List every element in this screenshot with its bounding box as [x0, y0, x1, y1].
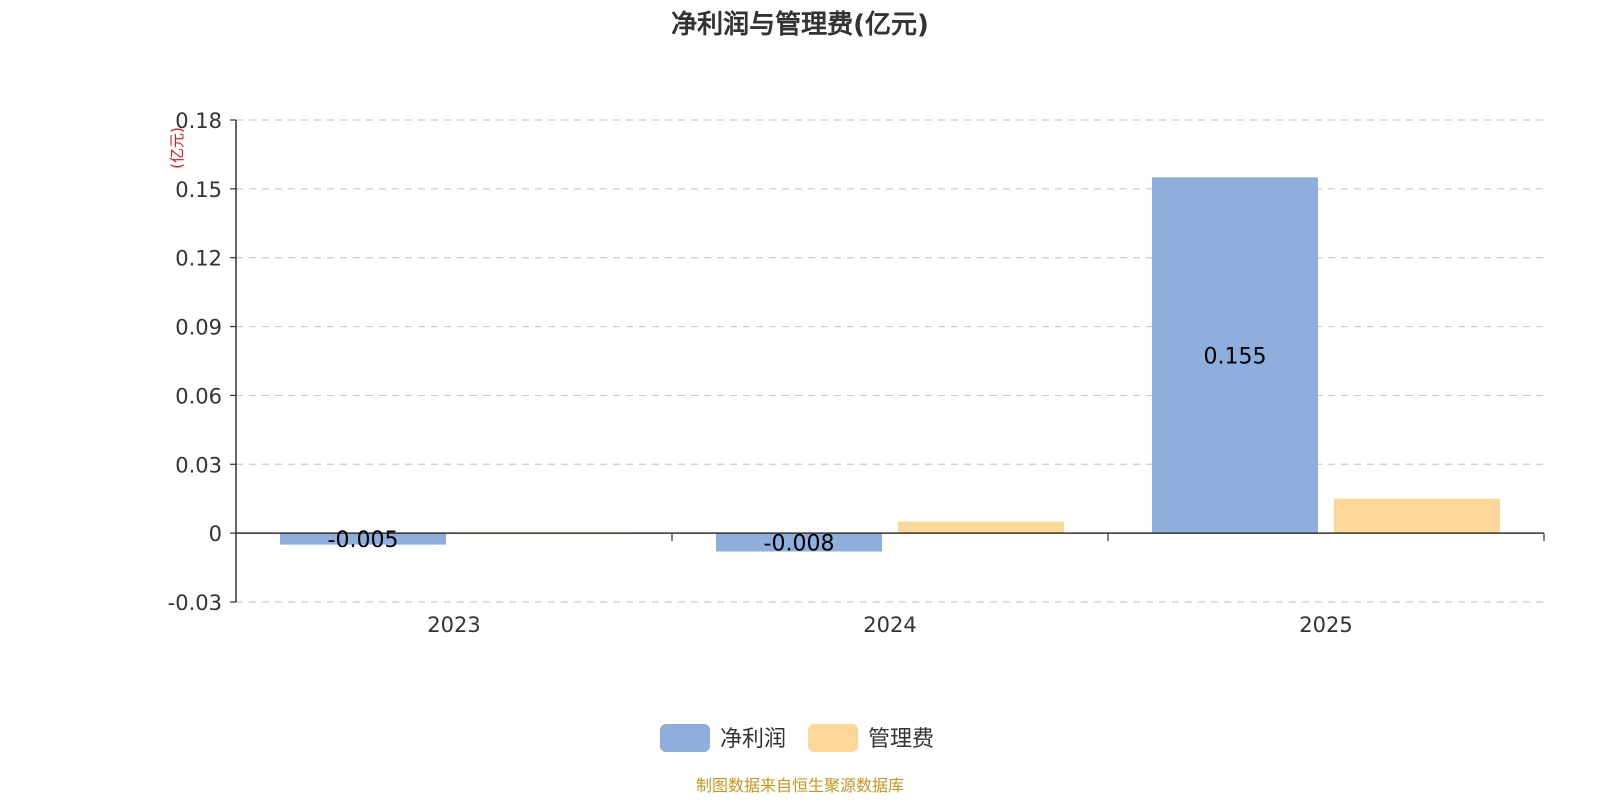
bar [898, 521, 1064, 534]
y-tick-label: 0.09 [175, 316, 222, 340]
legend-label: 净利润 [720, 727, 786, 752]
bar-value-label: -0.008 [764, 531, 835, 556]
y-tick-label: 0.06 [175, 384, 222, 408]
bar [1334, 498, 1500, 534]
bar [716, 533, 882, 552]
x-tick-label: 2024 [863, 613, 916, 637]
legend-swatch [808, 724, 858, 752]
bar [1152, 177, 1318, 534]
legend-swatch [660, 724, 710, 752]
data-labels: -0.005 -0.008 0.155 [328, 344, 1267, 556]
axes: 0.18 0.15 0.12 0.09 0.06 0.03 0 -0.03 2023 2024 20… [168, 109, 1545, 637]
y-axis-unit: (亿元) [168, 127, 186, 169]
bars [280, 177, 1500, 552]
bar-value-label: -0.005 [328, 528, 399, 553]
x-tick-label: 2023 [427, 613, 480, 637]
bar [280, 533, 446, 545]
y-tick-label: 0.18 [175, 109, 222, 133]
legend: 净利润 管理费 [660, 724, 934, 752]
legend-label: 管理费 [868, 727, 934, 752]
chart-title: 净利润与管理费(亿元) [671, 9, 929, 40]
y-tick-label: 0.03 [175, 453, 222, 477]
x-tick-label: 2025 [1299, 613, 1352, 637]
y-tick-label: 0.12 [175, 247, 222, 271]
grid-lines [236, 119, 1544, 603]
y-tick-label: -0.03 [168, 591, 222, 615]
bar-value-label: 0.155 [1204, 344, 1267, 369]
y-tick-label: 0 [209, 522, 222, 546]
source-note: 制图数据来自恒生聚源数据库 [696, 776, 904, 795]
y-tick-label: 0.15 [175, 178, 222, 202]
